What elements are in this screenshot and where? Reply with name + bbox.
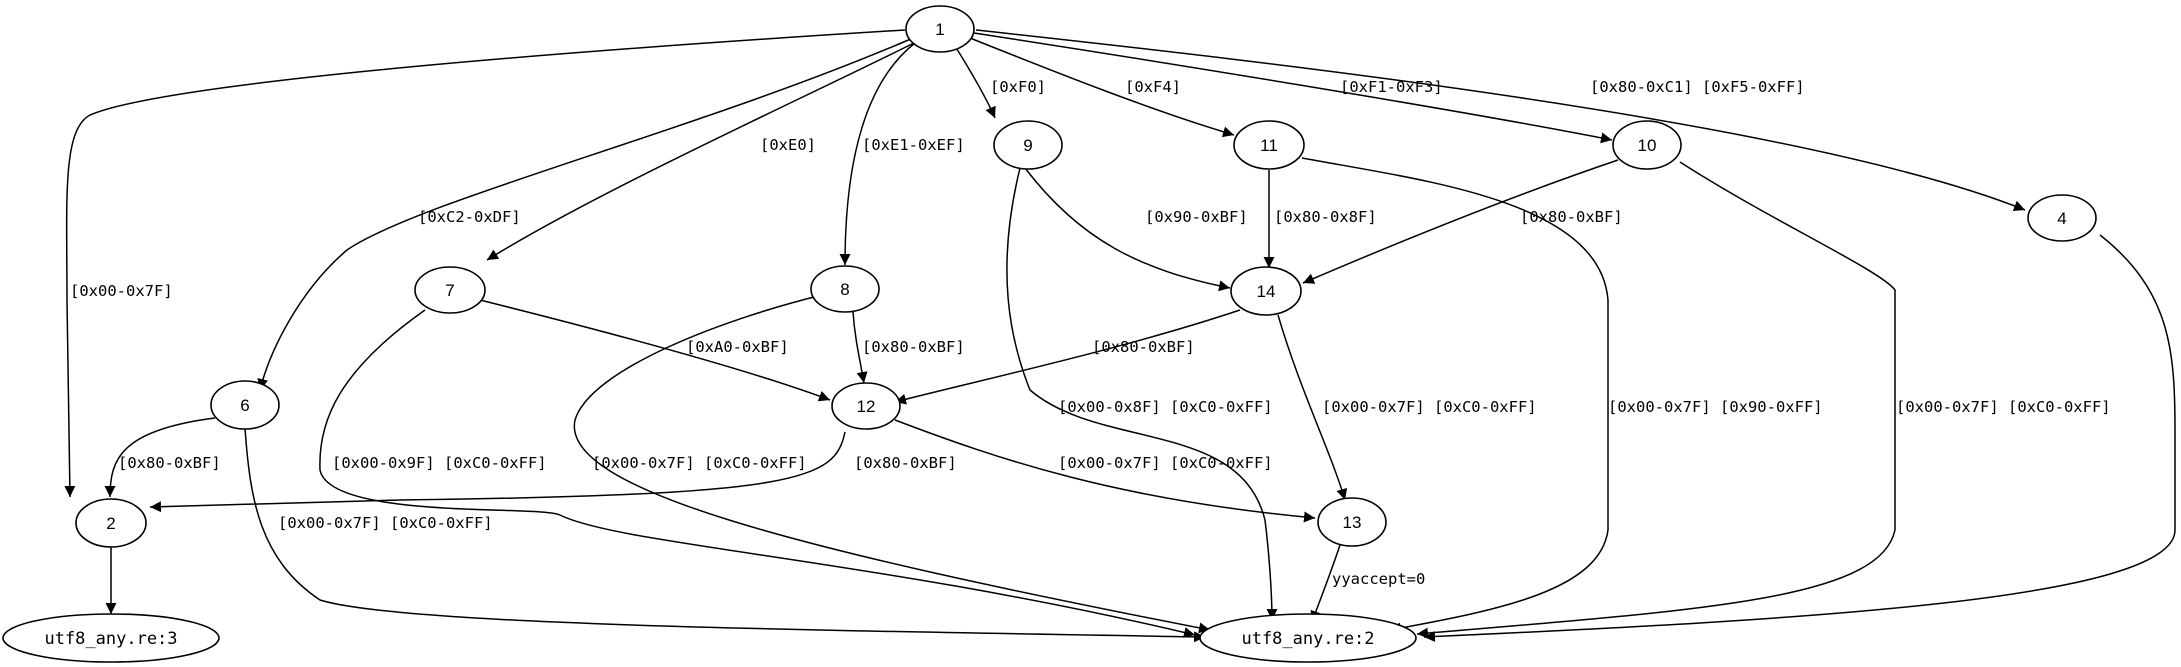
edge-label-7-12: [0xA0-0xBF] [686, 338, 789, 356]
edge-1-to-10: [0xF1-0xF3] [973, 32, 1613, 144]
edge-13-to-r2: yyaccept=0 [1310, 544, 1425, 623]
edge-label-1-4: [0x80-0xC1] [0xF5-0xFF] [1590, 78, 1805, 96]
edge-12-to-2: [0x80-0xBF] [149, 431, 957, 513]
node-7: 7 [414, 266, 486, 314]
edge-label-11-r2: [0x00-0x7F] [0x90-0xFF] [1608, 398, 1823, 416]
svg-text:4: 4 [2057, 209, 2066, 228]
svg-text:utf8_any.re:2: utf8_any.re:2 [1241, 629, 1374, 649]
svg-text:9: 9 [1023, 136, 1032, 155]
edge-label-8-r2: [0x00-0x7F] [0xC0-0xFF] [592, 454, 807, 472]
edge-8-to-12: [0x80-0xBF] [852, 311, 965, 384]
svg-text:12: 12 [857, 397, 876, 416]
edge-1-to-7: [0xE0] [486, 39, 921, 261]
svg-text:utf8_any.re:3: utf8_any.re:3 [44, 629, 177, 649]
edge-1-to-6: [0xC2-0xDF] [257, 37, 914, 391]
edge-label-12-13: [0x00-0x7F] [0xC0-0xFF] [1058, 454, 1273, 472]
node-2: 2 [75, 498, 147, 548]
edge-label-1-10: [0xF1-0xF3] [1340, 78, 1443, 96]
node-1: 1 [905, 5, 975, 53]
node-4: 4 [2027, 194, 2097, 242]
edge-label-1-8: [0xE1-0xEF] [862, 136, 965, 154]
node-utf8-any-re-3: utf8_any.re:3 [2, 613, 220, 663]
edge-6-to-r2: [0x00-0x7F] [0xC0-0xFF] [244, 427, 1206, 643]
edge-label-1-2: [0x00-0x7F] [70, 282, 173, 300]
edge-11-to-r2: [0x00-0x7F] [0x90-0xFF] [1301, 157, 1823, 634]
edge-label-11-14: [0x80-0x8F] [1274, 208, 1377, 226]
edge-7-to-12: [0xA0-0xBF] [479, 299, 831, 402]
edge-10-to-14: [0x80-0xBF] [1302, 159, 1623, 284]
edge-label-8-12: [0x80-0xBF] [862, 338, 965, 356]
edge-7-to-r2: [0x00-0x9F] [0xC0-0xFF] [319, 309, 1196, 638]
edge-1-to-11: [0xF4] [969, 37, 1235, 138]
edge-label-7-r2: [0x00-0x9F] [0xC0-0xFF] [332, 454, 547, 472]
svg-text:10: 10 [1638, 136, 1657, 155]
edge-label-1-6: [0xC2-0xDF] [418, 208, 521, 226]
edge-9-to-14: [0x90-0xBF] [1024, 167, 1248, 292]
node-12: 12 [831, 382, 901, 430]
edge-label-9-r2: [0x00-0x8F] [0xC0-0xFF] [1058, 398, 1273, 416]
svg-text:6: 6 [240, 396, 249, 415]
edge-12-to-13: [0x00-0x7F] [0xC0-0xFF] [894, 419, 1316, 523]
edge-label-6-r2: [0x00-0x7F] [0xC0-0xFF] [278, 514, 493, 532]
edge-14-to-12: [0x80-0xBF] [894, 309, 1241, 405]
svg-text:8: 8 [840, 280, 849, 299]
edge-1-to-2: [0x00-0x7F] [64, 29, 906, 498]
edge-label-14-13: [0x00-0x7F] [0xC0-0xFF] [1322, 398, 1537, 416]
svg-text:14: 14 [1257, 282, 1276, 301]
edge-label-10-14: [0x80-0xBF] [1520, 208, 1623, 226]
edge-4-to-r2 [1423, 234, 2176, 642]
edge-label-6-2: [0x80-0xBF] [118, 454, 221, 472]
node-6: 6 [210, 380, 280, 430]
node-10: 10 [1612, 120, 1682, 170]
svg-text:2: 2 [106, 514, 115, 533]
edge-label-10-r2: [0x00-0x7F] [0xC0-0xFF] [1896, 398, 2111, 416]
edge-label-12-2: [0x80-0xBF] [854, 454, 957, 472]
edge-11-to-14: [0x80-0x8F] [1263, 170, 1377, 268]
edge-14-to-13: [0x00-0x7F] [0xC0-0xFF] [1277, 314, 1537, 501]
svg-text:13: 13 [1343, 513, 1362, 532]
node-14: 14 [1230, 266, 1302, 316]
edge-label-9-14: [0x90-0xBF] [1145, 208, 1248, 226]
edge-10-to-r2: [0x00-0x7F] [0xC0-0xFF] [1416, 161, 2111, 639]
edge-label-1-9: [0xF0] [990, 78, 1046, 96]
node-11: 11 [1233, 120, 1305, 170]
node-13: 13 [1317, 497, 1387, 547]
edge-1-to-8: [0xE1-0xEF] [839, 42, 965, 266]
svg-text:1: 1 [935, 20, 944, 39]
edge-8-to-r2: [0x00-0x7F] [0xC0-0xFF] [573, 294, 1211, 634]
edge-label-13-r2: yyaccept=0 [1332, 570, 1425, 588]
edge-label-14-12: [0x80-0xBF] [1092, 338, 1195, 356]
edge-9-to-r2: [0x00-0x8F] [0xC0-0xFF] [1006, 167, 1278, 621]
edge-1-to-4: [0x80-0xC1] [0xF5-0xFF] [975, 29, 2026, 212]
node-8: 8 [810, 265, 880, 313]
edge-label-1-11: [0xF4] [1125, 78, 1181, 96]
node-9: 9 [993, 120, 1063, 170]
node-utf8-any-re-2: utf8_any.re:2 [1199, 613, 1417, 663]
edge-label-1-7: [0xE0] [760, 136, 816, 154]
edge-1-to-9: [0xF0] [954, 45, 1046, 119]
svg-text:11: 11 [1260, 136, 1278, 155]
svg-text:7: 7 [445, 281, 454, 300]
edge-6-to-2: [0x80-0xBF] [104, 417, 221, 498]
